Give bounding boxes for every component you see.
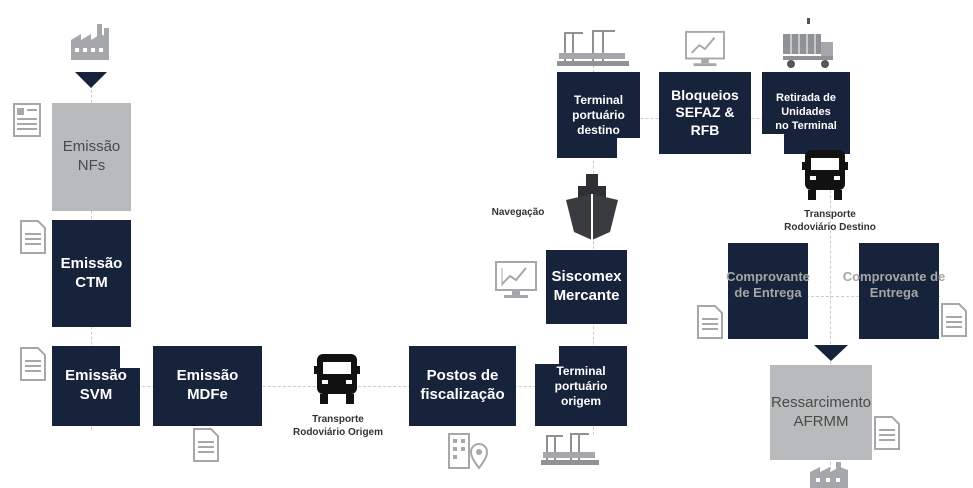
- arrow-down-icon: [814, 345, 848, 361]
- step-postos-fiscalizacao: Postos de fiscalização: [409, 346, 516, 426]
- step-comprovante-1: Comprovante de Entrega: [726, 268, 810, 300]
- location-building-icon: [448, 433, 489, 470]
- flow-line-right: [830, 150, 831, 480]
- truck-icon: [314, 354, 360, 404]
- document-icon: [193, 428, 219, 462]
- document-icon: [874, 416, 900, 450]
- step-ressarcimento-afrmm: Ressarcimento AFRMM: [770, 365, 872, 460]
- svm-notch: [120, 346, 140, 368]
- retirada-notch: [762, 134, 784, 154]
- comprovante-1-block: [728, 243, 808, 339]
- step-siscomex-mercante: Siscomex Mercante: [546, 250, 627, 324]
- step-emissao-ctm: Emissão CTM: [52, 220, 131, 327]
- ship-icon: [566, 174, 618, 240]
- comprovante-2-block: [859, 243, 939, 339]
- container-truck-icon: [783, 18, 833, 68]
- arrow-down-icon: [75, 72, 107, 88]
- flow-line-right-mid: [730, 296, 940, 297]
- document-icon: [941, 303, 967, 337]
- document-icon: [697, 305, 723, 339]
- document-icon: [20, 347, 46, 381]
- port-cranes-icon: [557, 30, 629, 66]
- flow-line-center: [593, 60, 594, 435]
- transporte-origem-label: Transporte Rodoviário Origem: [292, 414, 383, 438]
- port-cranes-icon: [541, 433, 599, 465]
- step-emissao-mdfe: Emissão MDFe: [153, 346, 262, 426]
- monitor-chart-icon: [495, 261, 537, 298]
- factory-icon: [810, 462, 848, 488]
- step-comprovante-2: Comprovante de Entrega: [842, 268, 946, 300]
- monitor-chart-icon: [685, 30, 725, 67]
- step-bloqueios: Bloqueios SEFAZ & RFB: [659, 72, 751, 154]
- navegacao-label: Navegação: [491, 207, 545, 218]
- transporte-destino-label: Transporte Rodoviário Destino: [784, 209, 876, 233]
- step-emissao-nfs: Emissão NFs: [52, 103, 131, 211]
- factory-icon: [71, 24, 109, 60]
- terminal-destino-notch: [617, 138, 640, 158]
- terminal-origem-notch: [535, 346, 559, 364]
- document-icon: [13, 103, 41, 137]
- document-icon: [20, 220, 46, 254]
- truck-icon: [802, 150, 848, 200]
